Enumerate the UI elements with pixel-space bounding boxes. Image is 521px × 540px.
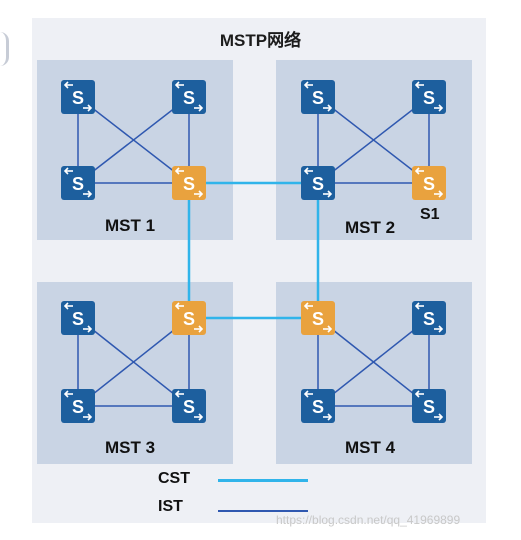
diagram-title: MSTP网络 (219, 31, 302, 50)
mst2-label: MST 2 (345, 218, 396, 237)
svg-text:S: S (72, 174, 84, 194)
svg-text:S: S (72, 397, 84, 417)
switch-icon: S (412, 389, 446, 423)
switch-icon: S (301, 80, 335, 114)
switch-icon: S (61, 389, 95, 423)
svg-text:S: S (312, 309, 324, 329)
mst4-label: MST 4 (345, 438, 396, 457)
switch-icon: S (61, 166, 95, 200)
edge-decoration (0, 32, 9, 66)
switch-icon: S (301, 389, 335, 423)
svg-text:S: S (72, 309, 84, 329)
boundary-switch-icon: S (301, 301, 335, 335)
svg-text:S: S (312, 397, 324, 417)
switch-icon: S (301, 166, 335, 200)
mst1-label: MST 1 (105, 216, 156, 235)
svg-text:S: S (423, 309, 435, 329)
svg-text:S: S (423, 88, 435, 108)
svg-text:S: S (312, 174, 324, 194)
svg-text:S: S (423, 174, 435, 194)
svg-text:S: S (423, 397, 435, 417)
mst3-label: MST 3 (105, 438, 156, 457)
svg-text:S: S (183, 88, 195, 108)
legend-ist-label: IST (158, 498, 183, 515)
svg-text:S: S (183, 309, 195, 329)
legend-cst-label: CST (158, 470, 190, 487)
switch-icon: S (61, 80, 95, 114)
root-switch-icon: S (412, 166, 446, 200)
switch-icon: S (172, 389, 206, 423)
watermark: https://blog.csdn.net/qq_41969899 (276, 513, 461, 527)
switch-icon: S (412, 301, 446, 335)
root-switch-label: S1 (420, 206, 440, 223)
boundary-switch-icon: S (172, 166, 206, 200)
switch-icon: S (61, 301, 95, 335)
switch-icon: S (172, 80, 206, 114)
svg-text:S: S (312, 88, 324, 108)
svg-text:S: S (183, 174, 195, 194)
svg-text:S: S (183, 397, 195, 417)
legend-cst-line (218, 479, 308, 482)
svg-text:S: S (72, 88, 84, 108)
cst-links (187, 181, 320, 320)
legend-ist-line (218, 510, 308, 512)
switch-icon: S (412, 80, 446, 114)
boundary-switch-icon: S (172, 301, 206, 335)
